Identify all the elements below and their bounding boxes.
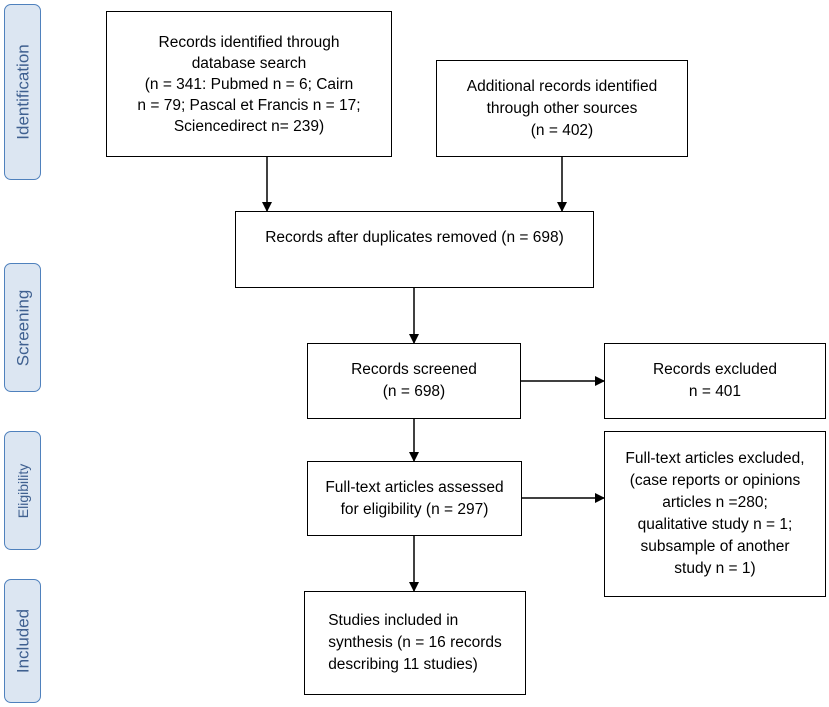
phase-screening-label: Screening: [13, 289, 32, 366]
box-after-duplicates: Records after duplicates removed (n = 69…: [235, 211, 594, 288]
records-identified-text: Records identified through database sear…: [137, 33, 361, 135]
phase-included-label: Included: [13, 608, 32, 674]
phase-eligibility-label: Eligibility: [14, 463, 31, 518]
box-fulltext-assessed: Full-text articles assessed for eligibil…: [307, 461, 522, 536]
phase-included: Included: [4, 579, 41, 703]
box-records-screened: Records screened (n = 698): [307, 343, 521, 419]
box-fulltext-excluded: Full-text articles excluded, (case repor…: [604, 431, 826, 597]
additional-records-text: Additional records identified through ot…: [466, 77, 658, 139]
phase-screening: Screening: [4, 263, 41, 392]
box-studies-included: Studies included in synthesis (n = 16 re…: [304, 591, 526, 695]
phase-identification-label: Identification: [13, 44, 32, 140]
phase-identification: Identification: [4, 4, 41, 180]
records-screened-text: Records screened (n = 698): [351, 361, 477, 400]
box-records-excluded: Records excluded n = 401: [604, 343, 826, 419]
phase-eligibility: Eligibility: [4, 431, 41, 550]
box-records-identified: Records identified through database sear…: [106, 11, 392, 157]
after-duplicates-text: Records after duplicates removed (n = 69…: [265, 229, 564, 246]
records-excluded-text: Records excluded n = 401: [652, 361, 778, 400]
fulltext-assessed-text: Full-text articles assessed for eligibil…: [325, 478, 504, 518]
fulltext-excluded-text: Full-text articles excluded, (case repor…: [625, 450, 805, 577]
studies-included-text: Studies included in synthesis (n = 16 re…: [328, 612, 502, 673]
box-additional-records: Additional records identified through ot…: [436, 60, 688, 157]
